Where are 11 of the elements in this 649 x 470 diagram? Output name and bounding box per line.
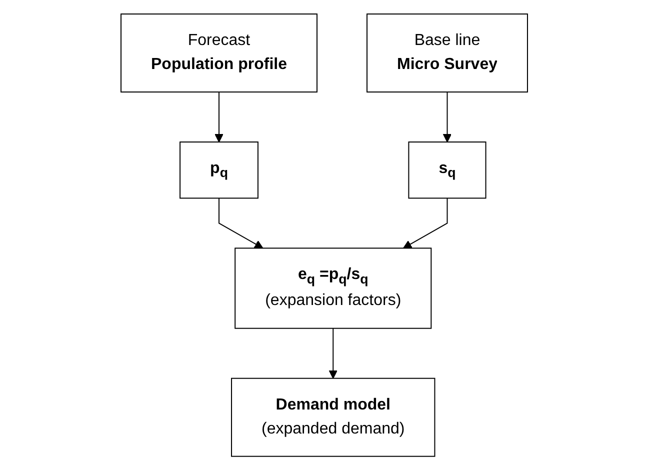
arrow — [214, 91, 224, 142]
node-box: s$_{q}$ — [408, 141, 487, 198]
node-box: e$_{q}$ =p$_{q}$/s$_{q}$ (expansion factors) — [234, 248, 432, 329]
node-box: Forecast Population profile — [120, 13, 318, 92]
node-box: Base line Micro Survey — [366, 13, 528, 92]
node-box: Demand model (expanded demand) — [231, 378, 436, 457]
node-box: p$_{q}$ — [180, 141, 259, 198]
arrow — [218, 198, 264, 248]
arrow — [443, 91, 452, 142]
arrow — [403, 198, 448, 248]
arrow — [328, 328, 338, 379]
